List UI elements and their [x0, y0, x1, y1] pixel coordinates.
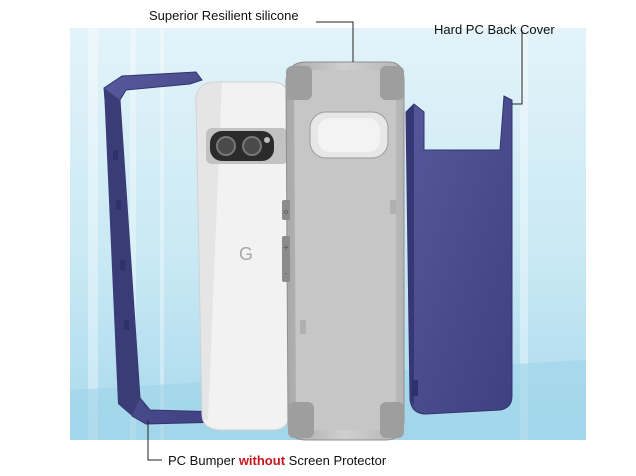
corner-guard — [380, 402, 404, 438]
corner-guard — [286, 66, 312, 100]
back-cover-leader — [512, 30, 523, 105]
camera-lens — [242, 136, 262, 156]
hard-pc-back-cover — [405, 95, 513, 415]
bumper-callout-emphasis: without — [238, 453, 286, 468]
callout-lines — [147, 21, 523, 461]
bumper-callout-suffix: Screen Protector — [285, 453, 387, 468]
bumper-callout: PC Bumper without Screen Protector — [168, 453, 386, 469]
flash — [264, 137, 270, 143]
svg-text:o: o — [284, 208, 288, 216]
bumper-leader — [147, 420, 162, 461]
pc-bumper-frame — [103, 71, 225, 425]
svg-text:+: + — [283, 243, 290, 252]
corner-guard — [288, 402, 314, 438]
volume-button — [282, 236, 290, 282]
silicone-callout: Superior Resilient silicone — [149, 8, 299, 23]
silicone-sleeve: o + - — [282, 61, 405, 441]
phone-logo: G — [239, 244, 253, 264]
power-button — [282, 200, 290, 220]
phone: G — [195, 81, 291, 431]
camera-lens — [216, 136, 236, 156]
silicone-leader — [316, 21, 354, 62]
backdrop-stripes — [88, 28, 528, 440]
corner-guard — [380, 66, 404, 100]
svg-text:-: - — [285, 269, 288, 278]
back-cover-callout: Hard PC Back Cover — [434, 22, 555, 37]
bumper-callout-prefix: PC Bumper — [168, 453, 239, 468]
